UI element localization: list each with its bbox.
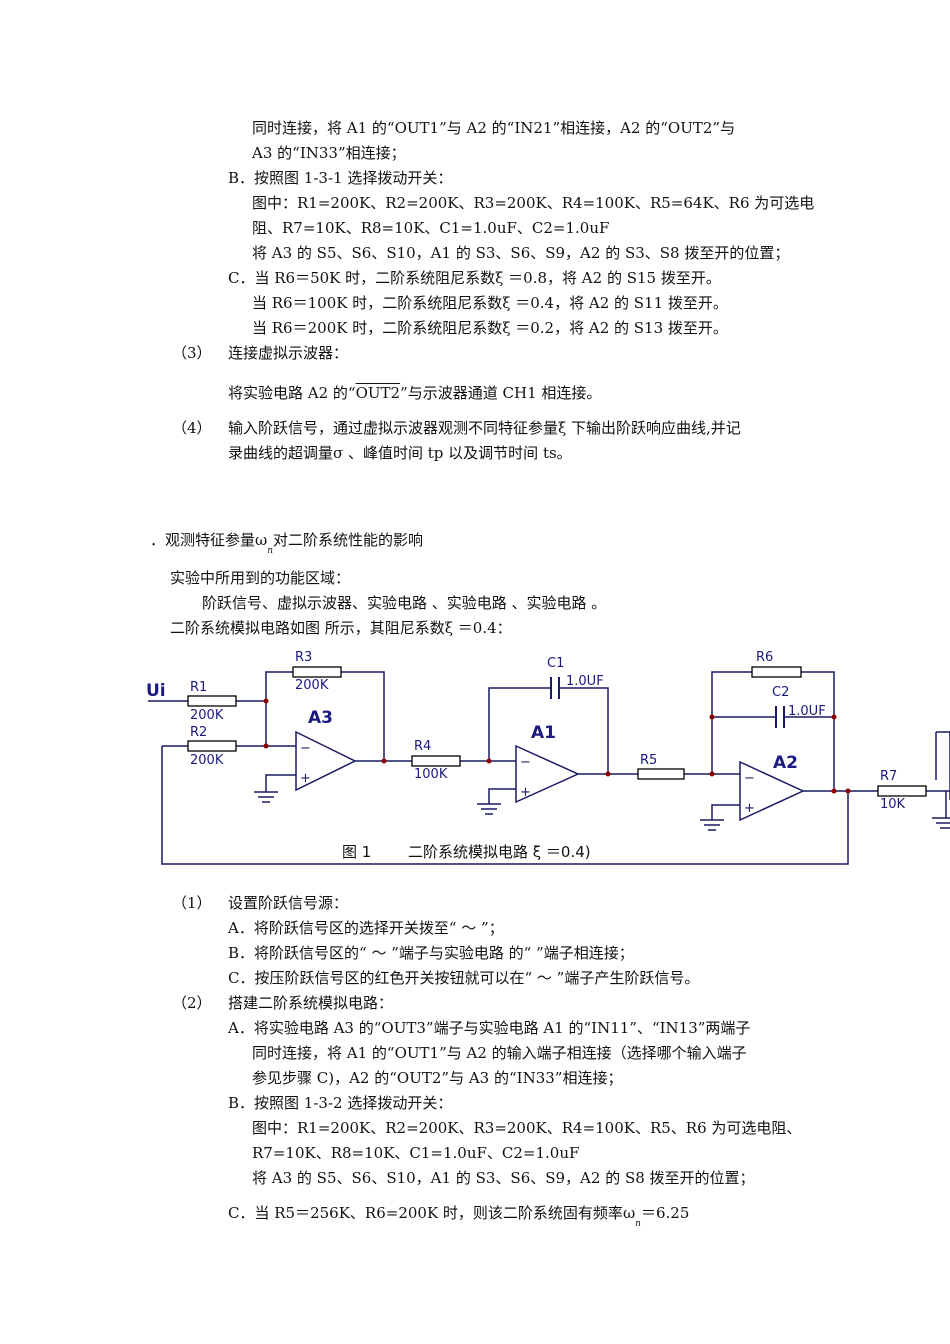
opamp-a3-label: A3: [308, 708, 333, 728]
text-line: A．将实验电路 A3 的“OUT3”端子与实验电路 A1 的“IN11”、“IN…: [228, 1019, 751, 1037]
step-number: （4）: [172, 419, 212, 437]
svg-text:R5: R5: [640, 753, 657, 768]
text-line: 图中：R1=200K、R2=200K、R3=200K、R4=100K、R5=64…: [252, 194, 815, 212]
svg-text:200K: 200K: [190, 753, 224, 768]
text-line: A3 的“IN33”相连接；: [252, 144, 406, 162]
figure-caption-number: 图 1: [342, 843, 371, 861]
svg-text:R3: R3: [295, 650, 312, 665]
svg-text:C2: C2: [772, 685, 789, 700]
text-line: 输入阶跃信号，通过虚拟示波器观测不同特征参量ξ 下输出阶跃响应曲线,并记: [228, 419, 741, 437]
step-number: （1）: [172, 894, 212, 912]
text-line: A．将阶跃信号区的选择开关拨至“ ～ ”；: [228, 919, 504, 937]
text-line: 同时连接，将 A1 的“OUT1”与 A2 的输入端子相连接（选择哪个输入端子: [252, 1044, 747, 1062]
text-line: R7=10K、R8=10K、C1=1.0uF、C2=1.0uF: [252, 1144, 580, 1162]
circuit-diagram: − + − + − + Ui R1 200K R2 200K R3 200K R4 1…: [146, 650, 950, 865]
text-line: 参见步骤 C)，A2 的“OUT2”与 A3 的“IN33”相连接；: [252, 1069, 623, 1087]
svg-text:1.0UF: 1.0UF: [788, 704, 826, 719]
text-line: C．按压阶跃信号区的红色开关按钮就可以在“ ～ ”端子产生阶跃信号。: [228, 969, 700, 987]
opamp-a2-label: A2: [773, 753, 798, 773]
svg-text:R6: R6: [756, 650, 773, 665]
text-line: 阻、R7=10K、R8=10K、C1=1.0uF、C2=1.0uF: [252, 219, 610, 237]
text-line: 将 A3 的 S5、S6、S10，A1 的 S3、S6、S9，A2 的 S3、S…: [252, 244, 790, 262]
svg-text:+: +: [300, 771, 311, 786]
text-line: 将 A3 的 S5、S6、S10，A1 的 S3、S6、S9，A2 的 S8 拨…: [252, 1169, 755, 1187]
ui-label: Ui: [146, 681, 166, 701]
text-line: B．按照图 1-3-2 选择拨动开关：: [228, 1094, 453, 1112]
svg-text:C1: C1: [547, 656, 564, 671]
text-line: 阶跃信号、虚拟示波器、实验电路 、实验电路 、实验电路 。: [202, 594, 607, 612]
out2-terminal: OUT2: [355, 384, 401, 402]
section-heading: ．观测特征参量ωn对二阶系统性能的影响: [150, 531, 424, 556]
text-line: 设置阶跃信号源：: [228, 894, 349, 912]
text-line: C．当 R5＝256K、R6=200K 时，则该二阶系统固有频率ωn＝6.25: [228, 1204, 690, 1229]
text-line: 当 R6＝200K 时，二阶系统阻尼系数ξ ＝0.2，将 A2 的 S13 拨至…: [252, 319, 728, 337]
svg-text:200K: 200K: [295, 678, 329, 693]
svg-text:100K: 100K: [414, 767, 448, 782]
text-line: 二阶系统模拟电路如图 所示，其阻尼系数ξ ＝0.4：: [170, 619, 512, 637]
svg-text:10K: 10K: [880, 797, 906, 812]
svg-text:R4: R4: [414, 739, 431, 754]
svg-text:+: +: [520, 785, 531, 800]
text-line: C．当 R6＝50K 时，二阶系统阻尼系数ξ ＝0.8，将 A2 的 S15 拨…: [228, 269, 721, 287]
oscilloscope-line: 将实验电路 A2 的“OUT2”与示波器通道 CH1 相连接。: [228, 384, 602, 402]
svg-text:+: +: [744, 801, 755, 816]
svg-text:R7: R7: [880, 769, 897, 784]
text-line: 实验中所用到的功能区域：: [170, 569, 351, 587]
svg-text:R1: R1: [190, 680, 207, 695]
text-line: B．按照图 1-3-1 选择拨动开关：: [228, 169, 453, 187]
svg-text:200K: 200K: [190, 708, 224, 723]
text-line: 图中：R1=200K、R2=200K、R3=200K、R4=100K、R5、R6…: [252, 1119, 802, 1137]
opamp-a1-label: A1: [531, 723, 556, 743]
text-line: B．将阶跃信号区的“ ～ ”端子与实验电路 的“ ”端子相连接；: [228, 944, 634, 962]
text-line: 连接虚拟示波器：: [228, 344, 349, 362]
svg-text:R2: R2: [190, 725, 207, 740]
text-line: 同时连接，将 A1 的“OUT1”与 A2 的“IN21”相连接，A2 的“OU…: [252, 119, 736, 137]
step-number: （3）: [172, 344, 212, 362]
step-number: （2）: [172, 994, 212, 1012]
text-line: 搭建二阶系统模拟电路：: [228, 994, 394, 1012]
svg-text:1.0UF: 1.0UF: [566, 674, 604, 689]
text-line: 录曲线的超调量σ 、峰值时间 tp 以及调节时间 ts。: [228, 444, 572, 462]
text-line: 当 R6＝100K 时，二阶系统阻尼系数ξ ＝0.4，将 A2 的 S11 拨至…: [252, 294, 728, 312]
omega-symbol: ω: [255, 531, 268, 549]
figure-caption-text: 二阶系统模拟电路 ξ ＝0.4): [408, 843, 591, 861]
svg-text:−: −: [300, 741, 311, 756]
svg-text:−: −: [520, 755, 531, 770]
omega-symbol: ω: [622, 1204, 636, 1222]
svg-text:−: −: [744, 771, 755, 786]
